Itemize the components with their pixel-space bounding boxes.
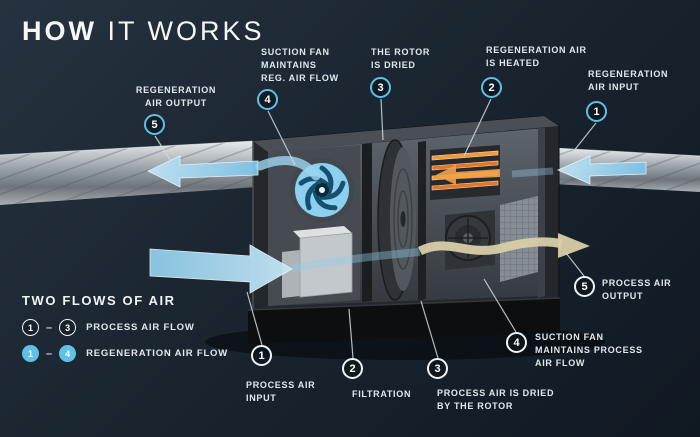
regen-swoosh (255, 156, 321, 181)
legend-heading: TWO FLOWS OF AIR (22, 293, 176, 308)
callout-num-process-input: 1 (251, 345, 272, 366)
callout-label-regen-fan: SUCTION FAN MAINTAINS REG. AIR FLOW (261, 47, 339, 84)
process-output-arrow (417, 237, 564, 256)
callout-num-process-dried: 3 (427, 358, 448, 379)
legend-row-regeneration: 1 – 4 REGENERATION AIR FLOW (22, 345, 228, 362)
callout-num-regen-input: 1 (586, 101, 607, 122)
regen-input-arrow (557, 155, 647, 185)
callout-label-process-output: PROCESS AIR OUTPUT (602, 278, 672, 302)
callout-label-regen-input: REGENERATION AIR INPUT (588, 69, 669, 93)
page-title-emphasis: HOW (22, 16, 97, 46)
right-inner-wall (538, 128, 545, 298)
leader-lines (154, 98, 597, 359)
regeneration-fan (290, 158, 354, 222)
callout-num-process-output: 5 (574, 276, 595, 297)
internal-cabinet (282, 226, 353, 298)
divider-wall-right (418, 141, 426, 300)
legend: TWO FLOWS OF AIR 1 – 3 PROCESS AIR FLOW … (22, 293, 228, 371)
callout-num-regen-fan: 4 (257, 89, 278, 110)
base-plinth (247, 297, 561, 344)
callout-num-rotor-dried: 3 (370, 77, 391, 98)
callout-num-filtration: 2 (342, 358, 363, 379)
callout-label-rotor-dried: THE ROTOR IS DRIED (371, 47, 431, 71)
filter-panel (500, 196, 538, 282)
legend-row-process: 1 – 3 PROCESS AIR FLOW (22, 319, 228, 336)
legend-process-label: PROCESS AIR FLOW (86, 322, 195, 333)
callout-label-regen-heated: REGENERATION AIR IS HEATED (486, 45, 587, 69)
callout-num-regen-heated: 2 (481, 77, 502, 98)
left-duct (0, 140, 257, 205)
process-fan (445, 210, 495, 270)
rotor (377, 139, 416, 301)
callout-num-process-fan: 4 (506, 332, 527, 353)
legend-regen-from-circle: 1 (22, 345, 39, 362)
legend-process-from-circle: 1 (22, 319, 39, 336)
page-title-rest: IT WORKS (96, 16, 265, 46)
legend-process-to-circle: 3 (59, 319, 77, 336)
legend-dash: – (46, 321, 53, 334)
callout-label-regen-output: REGENERATION AIR OUTPUT (135, 85, 217, 109)
airflow-arrows (147, 155, 647, 294)
process-through-band (291, 248, 421, 272)
process-input-arrow (149, 244, 293, 294)
callout-label-process-dried: PROCESS AIR IS DRIED BY THE ROTOR (437, 388, 555, 412)
page-title: HOW IT WORKS (22, 16, 265, 47)
legend-regen-to-circle: 4 (59, 345, 77, 362)
legend-regen-label: REGENERATION AIR FLOW (86, 348, 229, 359)
callout-num-regen-output: 5 (144, 114, 165, 135)
callout-label-process-input: PROCESS AIR INPUT (246, 380, 316, 404)
callout-label-filtration: FILTRATION (352, 389, 412, 399)
divider-wall-left (362, 143, 372, 302)
legend-dash: – (46, 347, 53, 360)
heated-air-arrow (436, 165, 500, 185)
regen-output-arrow (147, 155, 259, 188)
callout-label-process-fan: SUCTION FAN MAINTAINS PROCESS AIR FLOW (535, 332, 643, 369)
